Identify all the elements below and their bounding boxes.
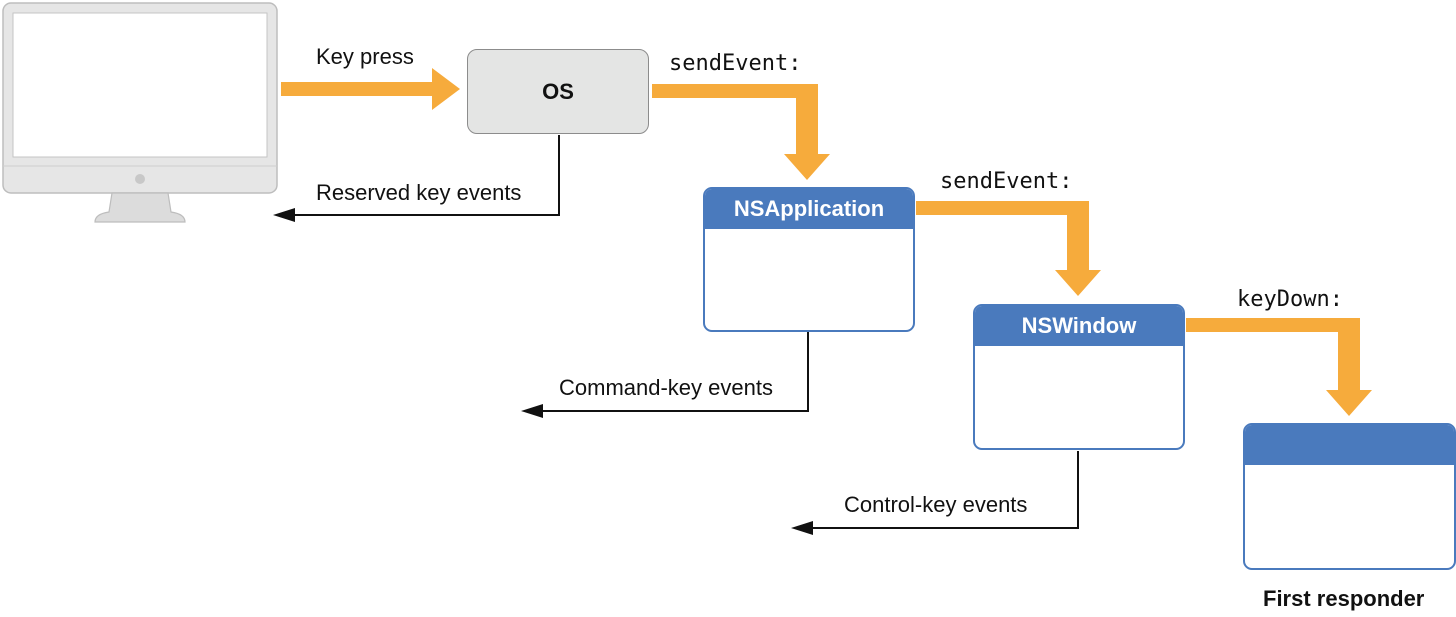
send-event-arrow-2 <box>916 201 1101 296</box>
command-events-line <box>540 332 809 412</box>
control-events-arrowhead <box>791 521 813 535</box>
send-event-arrow-1 <box>652 84 830 180</box>
control-events-label: Control-key events <box>844 492 1028 517</box>
imac-computer-icon <box>2 2 278 223</box>
key-press-arrow <box>281 68 460 110</box>
event-arrows <box>292 135 1079 529</box>
reserved-events-line <box>292 135 560 216</box>
nsapplication-window: NSApplication <box>703 187 915 332</box>
nswindow-window: NSWindow <box>973 304 1185 450</box>
nsapplication-title-bar: NSApplication <box>705 189 913 229</box>
key-press-label: Key press <box>316 44 414 69</box>
flow-arrows <box>281 68 1372 416</box>
first-responder-title-bar <box>1245 425 1454 465</box>
key-down-arrow <box>1186 318 1372 416</box>
send-event-label-1: sendEvent: <box>669 51 802 76</box>
nswindow-title-bar: NSWindow <box>975 306 1183 346</box>
command-events-arrowhead <box>521 404 543 418</box>
reserved-events-label: Reserved key events <box>316 180 522 205</box>
first-responder-window <box>1243 423 1456 570</box>
key-down-label: keyDown: <box>1237 287 1343 312</box>
control-events-line <box>810 451 1079 529</box>
nswindow-label: NSWindow <box>1021 313 1137 338</box>
reserved-events-arrowhead <box>273 208 295 222</box>
os-label: OS <box>542 78 574 104</box>
send-event-label-2: sendEvent: <box>940 169 1073 194</box>
os-box: OS <box>467 49 649 134</box>
command-events-label: Command-key events <box>559 375 773 400</box>
first-responder-caption: First responder <box>1263 586 1425 611</box>
nsapplication-label: NSApplication <box>733 196 885 221</box>
